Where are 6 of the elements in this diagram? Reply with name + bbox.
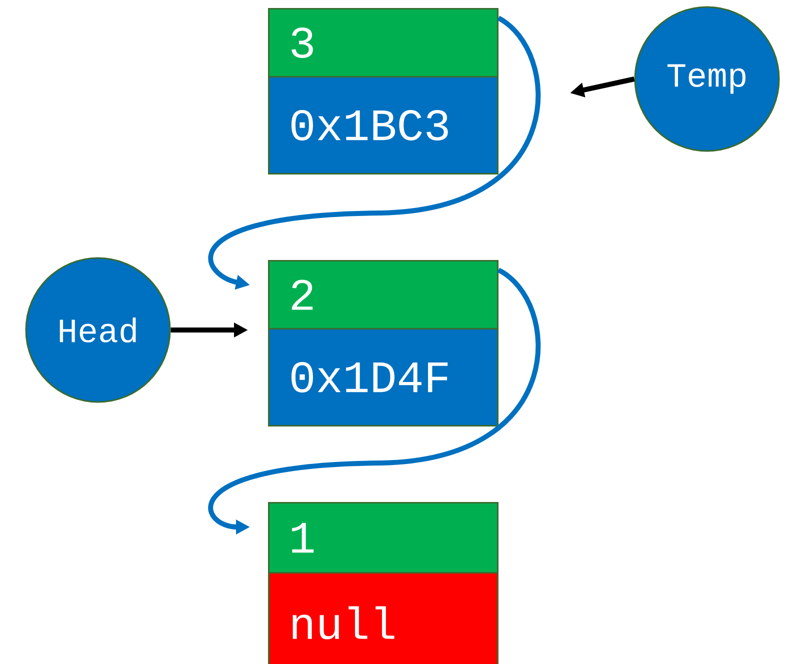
list-cell: 1 (268, 502, 498, 574)
list-cell: 2 (268, 260, 498, 330)
list-cell: 3 (268, 8, 498, 78)
list-cell: null (268, 572, 498, 664)
list-cell: 0x1BC3 (268, 76, 498, 174)
list-cell: 0x1D4F (268, 328, 498, 426)
